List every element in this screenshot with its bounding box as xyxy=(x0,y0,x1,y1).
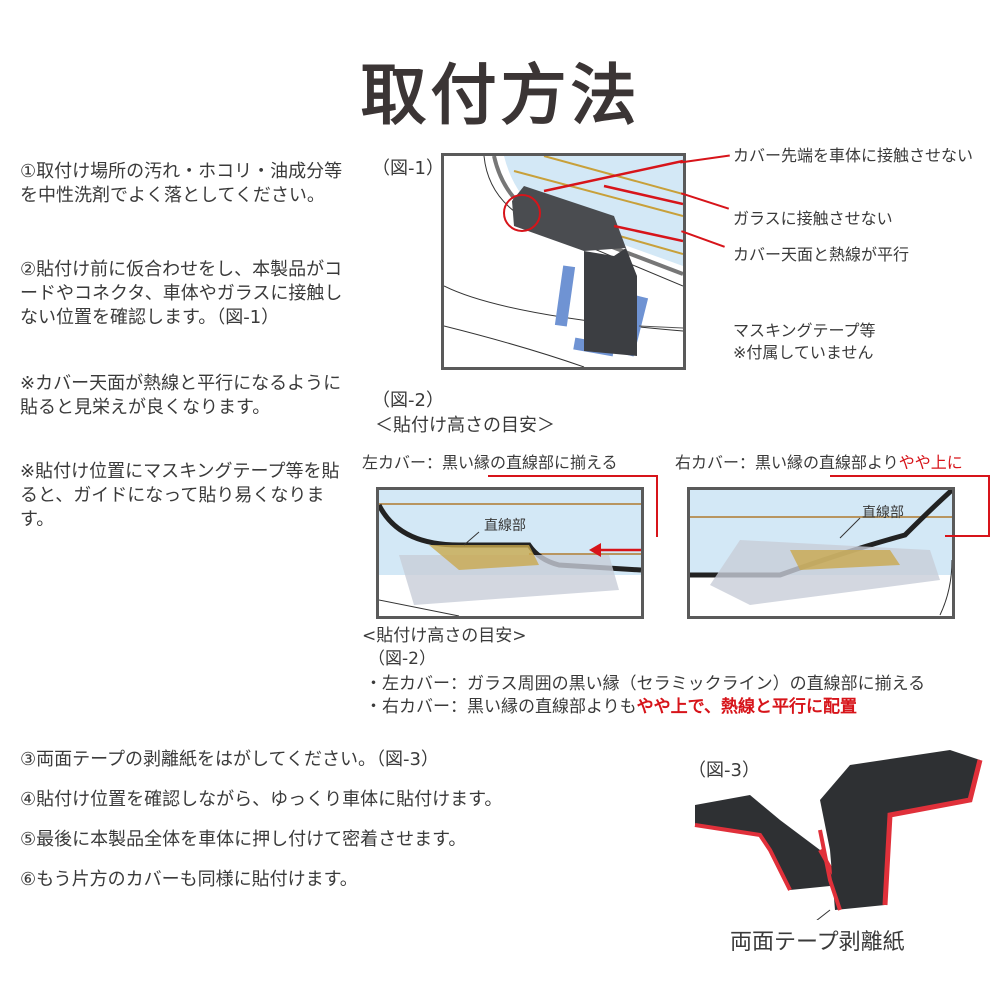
leader-line xyxy=(638,325,683,329)
arrow-2 xyxy=(603,184,683,206)
fig3-label: （図-3） xyxy=(688,760,760,781)
fig2-left-drawing: 直線部 xyxy=(379,490,641,616)
step-6: ⑥もう片方のカバーも同様に貼付けます。 xyxy=(20,869,358,890)
arrow-right-fig2 xyxy=(945,535,990,537)
straight-label-left: 直線部 xyxy=(484,517,526,534)
left-cover xyxy=(695,795,840,890)
right-cover xyxy=(820,750,980,910)
heat-line xyxy=(513,170,683,217)
red-bracket-left xyxy=(656,475,658,537)
fig1-drawing xyxy=(444,156,683,367)
left-tape xyxy=(694,823,792,891)
arrow-1 xyxy=(543,159,683,193)
red-bracket-right xyxy=(988,475,990,535)
callout-parallel: カバー天面と熱線が平行 xyxy=(733,245,910,264)
callout-masking-tape: マスキングテープ等 xyxy=(733,321,876,340)
step-2-body: ②貼付け前に仮合わせをし、本製品がコードやコネクタ、車体やガラスに接触しない位置… xyxy=(20,259,343,328)
step-3: ③両面テープの剥離紙をはがしてください。（図-3） xyxy=(20,749,439,770)
contact-circle xyxy=(503,194,541,232)
fig2-right-caption: 右カバー：黒い縁の直線部よりやや上に xyxy=(675,452,963,474)
masking-tape xyxy=(554,265,576,327)
cover-translucent xyxy=(710,540,940,605)
guide-left-line: ・左カバー：ガラス周囲の黒い縁（セラミックライン）の直線部に揃える xyxy=(365,674,926,694)
note-masking-body: ※貼付け位置にマスキングテープ等を貼ると、ガイドになって貼り易くなります。 xyxy=(20,461,340,530)
right-caption-emph: やや上に xyxy=(898,453,963,472)
arrow-left-fig2 xyxy=(589,543,601,557)
fig2-right-illustration: 直線部 xyxy=(687,487,955,619)
step-5: ⑤最後に本製品全体を車体に押し付けて密着させます。 xyxy=(20,829,467,850)
fig2-left-illustration: 直線部 xyxy=(376,487,644,619)
fig2-label: （図-2） xyxy=(372,390,444,411)
step-2: ②貼付け前に仮合わせをし、本製品がコードやコネクタ、車体やガラスに接触しない位置… xyxy=(20,258,350,330)
guide-right-prefix: ・右カバー：黒い縁の直線部よりも xyxy=(365,697,637,717)
leader-red-1 xyxy=(680,154,730,164)
fig3-illustration xyxy=(690,750,995,936)
callout-tip-no-contact: カバー先端を車体に接触させない xyxy=(733,146,974,165)
fig3-callout: 両面テープ剥離紙 xyxy=(730,930,905,955)
right-caption-prefix: 右カバー：黒い縁の直線部より xyxy=(675,453,899,472)
step-1: 取付け場所の汚れ・ホコリ・油成分等を中性洗剤でよく落としてください。 ①取付け場… xyxy=(20,160,350,208)
note-parallel: ※カバー天面が熱線と平行になるように貼ると見栄えが良くなります。 xyxy=(20,372,350,420)
callout-no-glass-contact: ガラスに接触させない xyxy=(733,209,893,228)
cover-translucent xyxy=(399,555,619,605)
fig1-illustration xyxy=(441,153,686,370)
step-1-body: ①取付け場所の汚れ・ホコリ・油成分等を中性洗剤でよく落としてください。 xyxy=(20,161,343,206)
guide-heading: <貼付け高さの目安> xyxy=(362,626,527,646)
page-title: 取付方法 xyxy=(360,57,641,134)
arrow-3 xyxy=(613,224,683,243)
fig2-left-caption: 左カバー：黒い縁の直線部に揃える xyxy=(362,453,618,472)
right-tape xyxy=(882,759,983,906)
guide-right-line: ・右カバー：黒い縁の直線部よりもやや上で、熱線と平行に配置 xyxy=(365,696,857,718)
leader-line xyxy=(797,909,831,936)
fig2-subtitle: ＜貼付け高さの目安＞ xyxy=(375,415,555,436)
straight-label-right: 直線部 xyxy=(862,504,904,521)
fig3-drawing xyxy=(694,750,983,936)
leader-red-3 xyxy=(681,230,725,248)
leader-red-2 xyxy=(680,192,730,210)
note-parallel-body: ※カバー天面が熱線と平行になるように貼ると見栄えが良くなります。 xyxy=(20,373,342,418)
cover-shape xyxy=(512,201,637,356)
fig2-right-drawing: 直線部 xyxy=(690,490,952,616)
underline-left xyxy=(488,475,658,477)
underline-right xyxy=(830,475,990,477)
step-4: ④貼付け位置を確認しながら、ゆっくり車体に貼付けます。 xyxy=(20,789,503,810)
fig1-label: （図-1） xyxy=(372,158,444,179)
guide-right-emph: やや上で、熱線と平行に配置 xyxy=(636,697,857,717)
callout-not-included: ※付属していません xyxy=(733,343,874,362)
guide-fig-ref: （図-2） xyxy=(368,649,436,669)
note-masking: ※貼付け位置にマスキングテープ等を貼ると、ガイドになって貼り易くなります。 xyxy=(20,460,350,532)
